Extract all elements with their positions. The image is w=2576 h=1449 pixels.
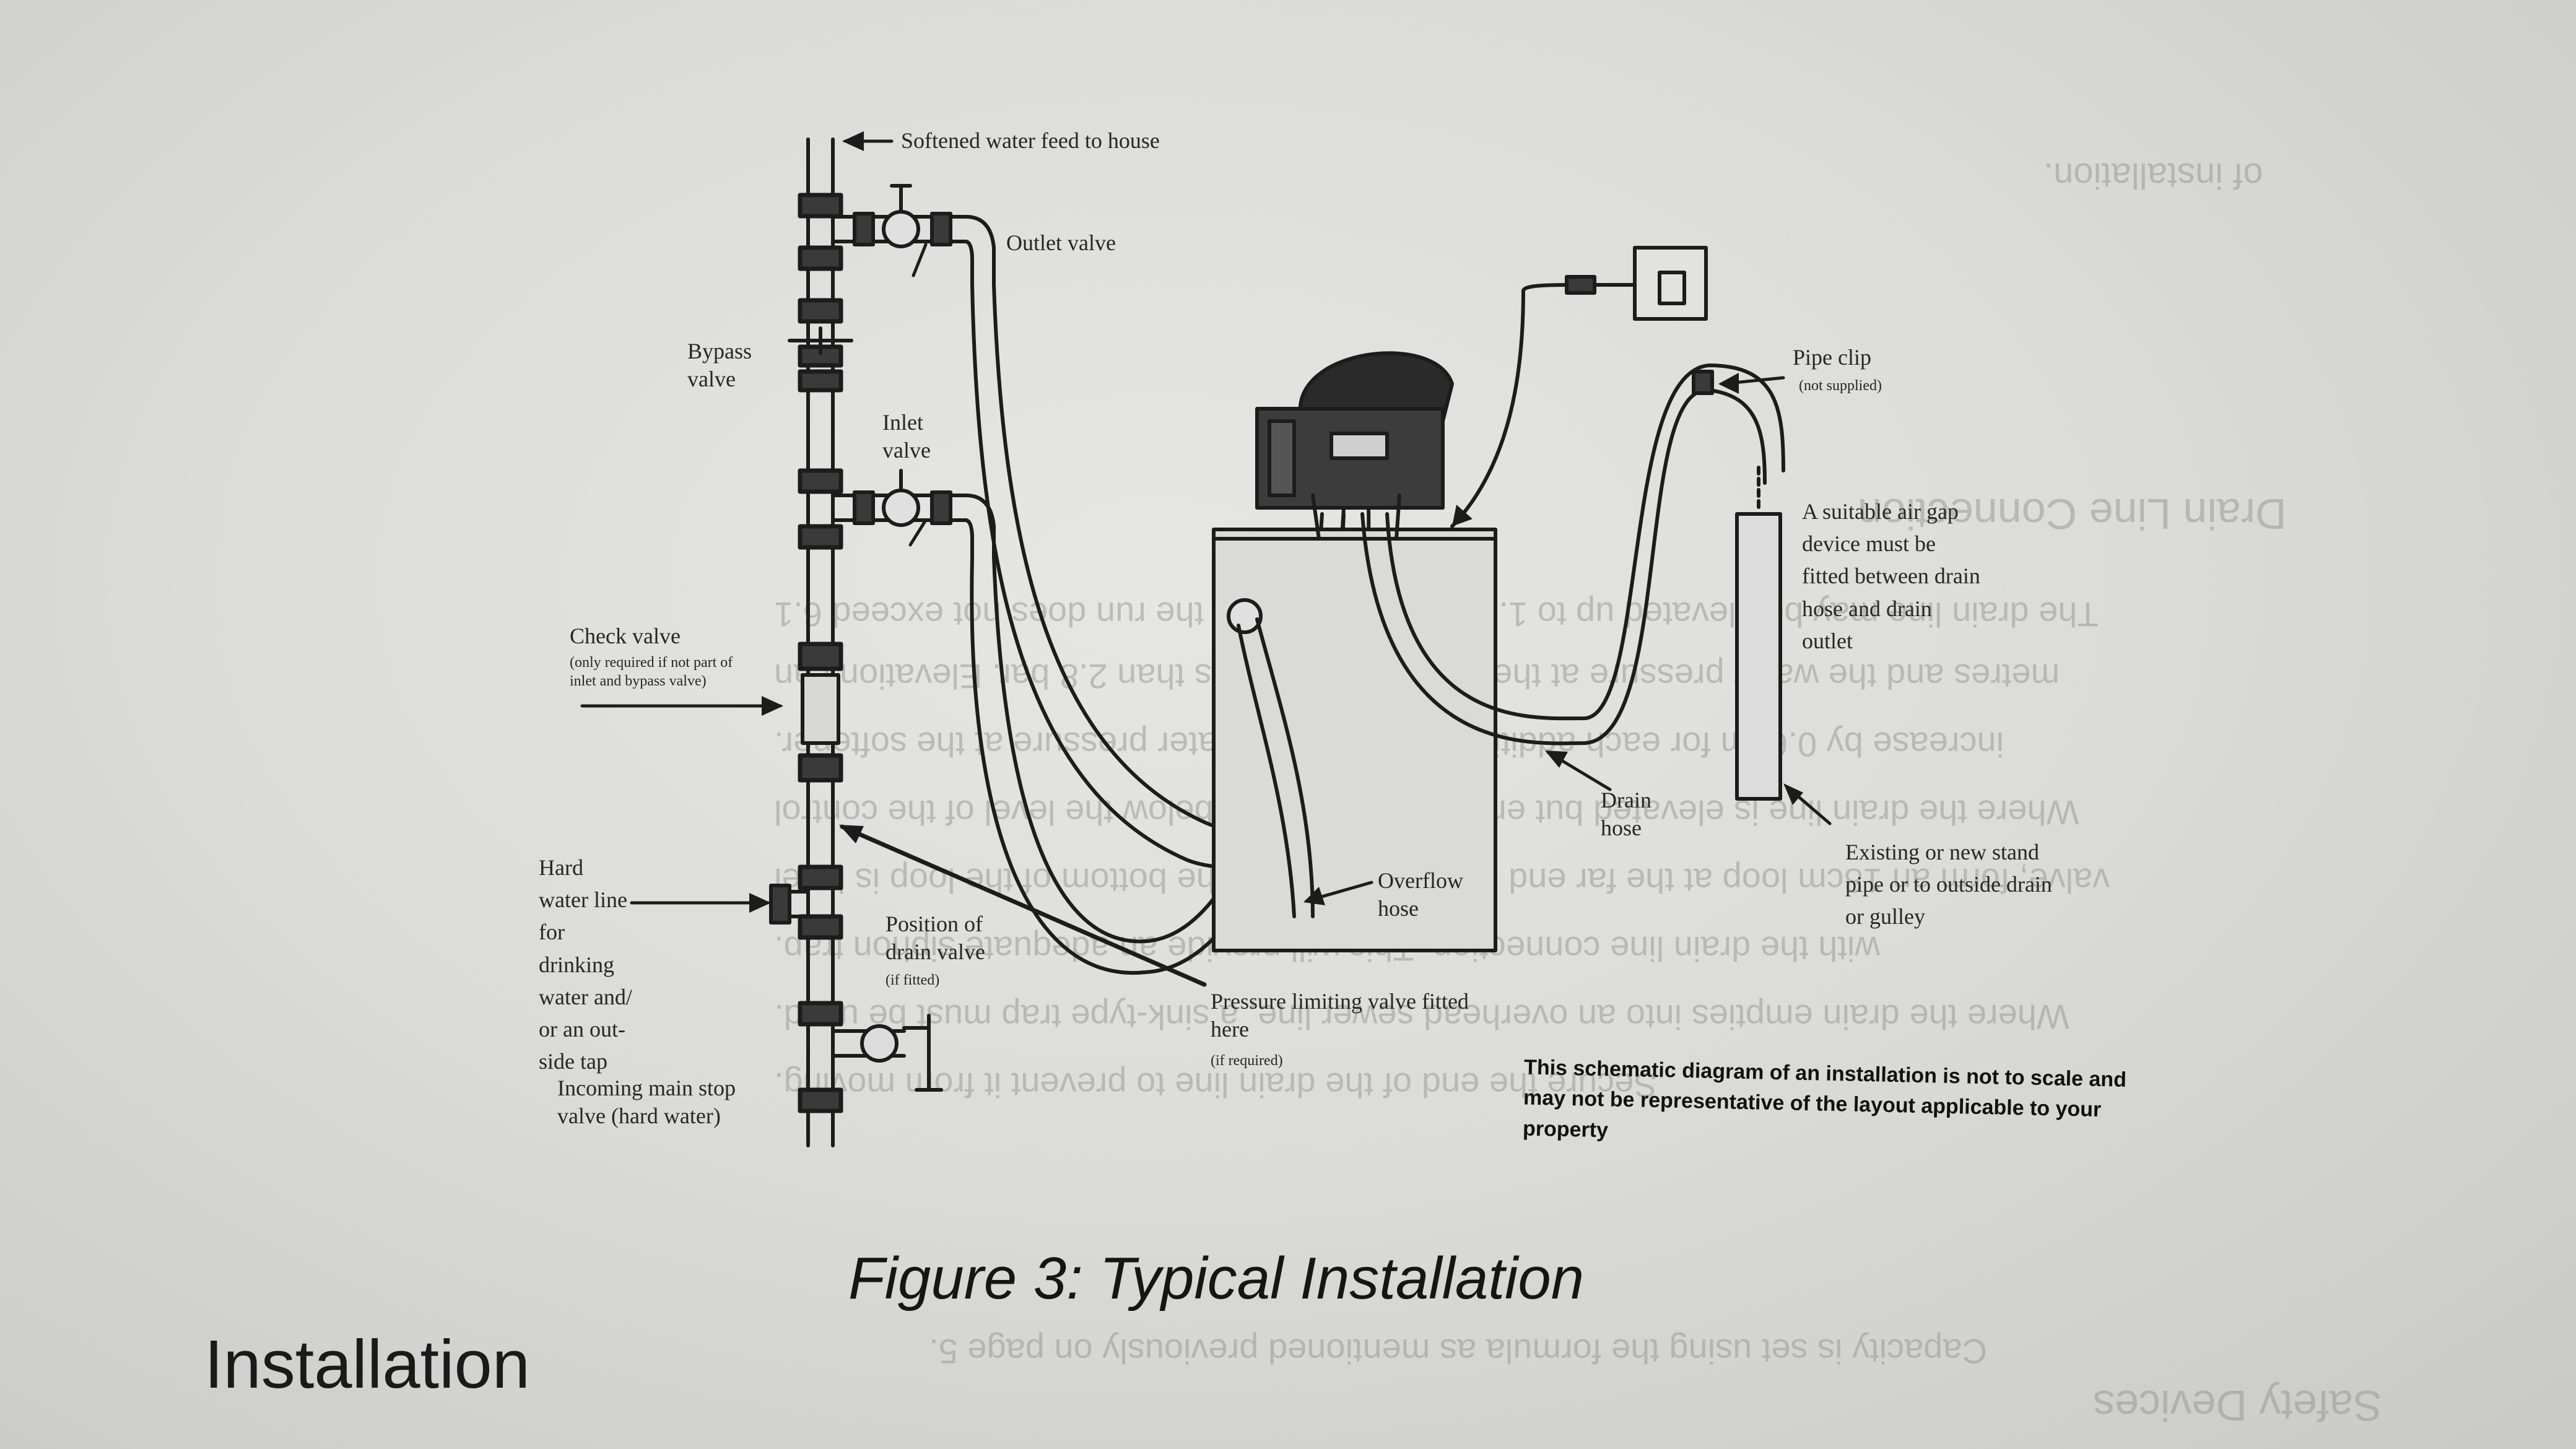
softener-control-head (1255, 351, 1454, 541)
label-drain-valve: Position of drain valve (886, 912, 985, 964)
label-hard-water-line: Hard water line for drinking water and/ … (539, 855, 632, 1074)
label-air-gap: A suitable air gap device must be fitted… (1802, 499, 1980, 653)
incoming-stop-valve (831, 1014, 943, 1092)
label-pipe-clip: Pipe clip (1793, 345, 1871, 370)
hard-water-branch (769, 884, 810, 925)
section-title: Installation (204, 1326, 530, 1403)
label-pressure-valve-note: (if required) (1211, 1053, 1283, 1069)
label-outlet-valve: Outlet valve (1006, 230, 1116, 255)
label-drain-hose: Drain hose (1601, 788, 1651, 840)
label-bypass-valve: Bypass valve (687, 339, 752, 391)
inlet-valve-assembly (831, 469, 996, 559)
label-overflow-hose: Overflow hose (1378, 868, 1463, 921)
arrow-heads (749, 131, 1803, 913)
label-pipe-clip-note: (not supplied) (1799, 378, 1882, 394)
figure-caption: Figure 3: Typical Installation (848, 1245, 1585, 1312)
overflow-hose-drawing (1227, 598, 1315, 918)
check-valve (801, 673, 840, 745)
outlet-valve-assembly (831, 184, 996, 287)
drain-hose-drawing (1360, 363, 1785, 746)
label-stand-pipe: Existing or new stand pipe or to outside… (1845, 840, 2052, 929)
label-drain-valve-note: (if fitted) (886, 972, 940, 988)
label-softened-feed: Softened water feed to house (901, 128, 1160, 153)
stand-pipe (1735, 512, 1782, 801)
pipe-clip (1692, 370, 1714, 395)
pipe-fittings (798, 193, 843, 1113)
label-inlet-valve: Inlet valve (882, 410, 931, 463)
softener-cabinet (1212, 528, 1497, 952)
label-check-valve-note: (only required if not part of inlet and … (570, 655, 733, 689)
power-socket (1633, 246, 1708, 321)
label-check-valve: Check valve (570, 624, 681, 648)
bypass-valve (788, 326, 853, 355)
schematic-disclaimer: This schematic diagram of an installatio… (1522, 1055, 2127, 1142)
power-cable (1450, 275, 1637, 528)
label-incoming-stop-valve: Incoming main stop valve (hard water) (557, 1076, 736, 1128)
label-pressure-valve: Pressure limiting valve fitted here (1211, 989, 1469, 1042)
